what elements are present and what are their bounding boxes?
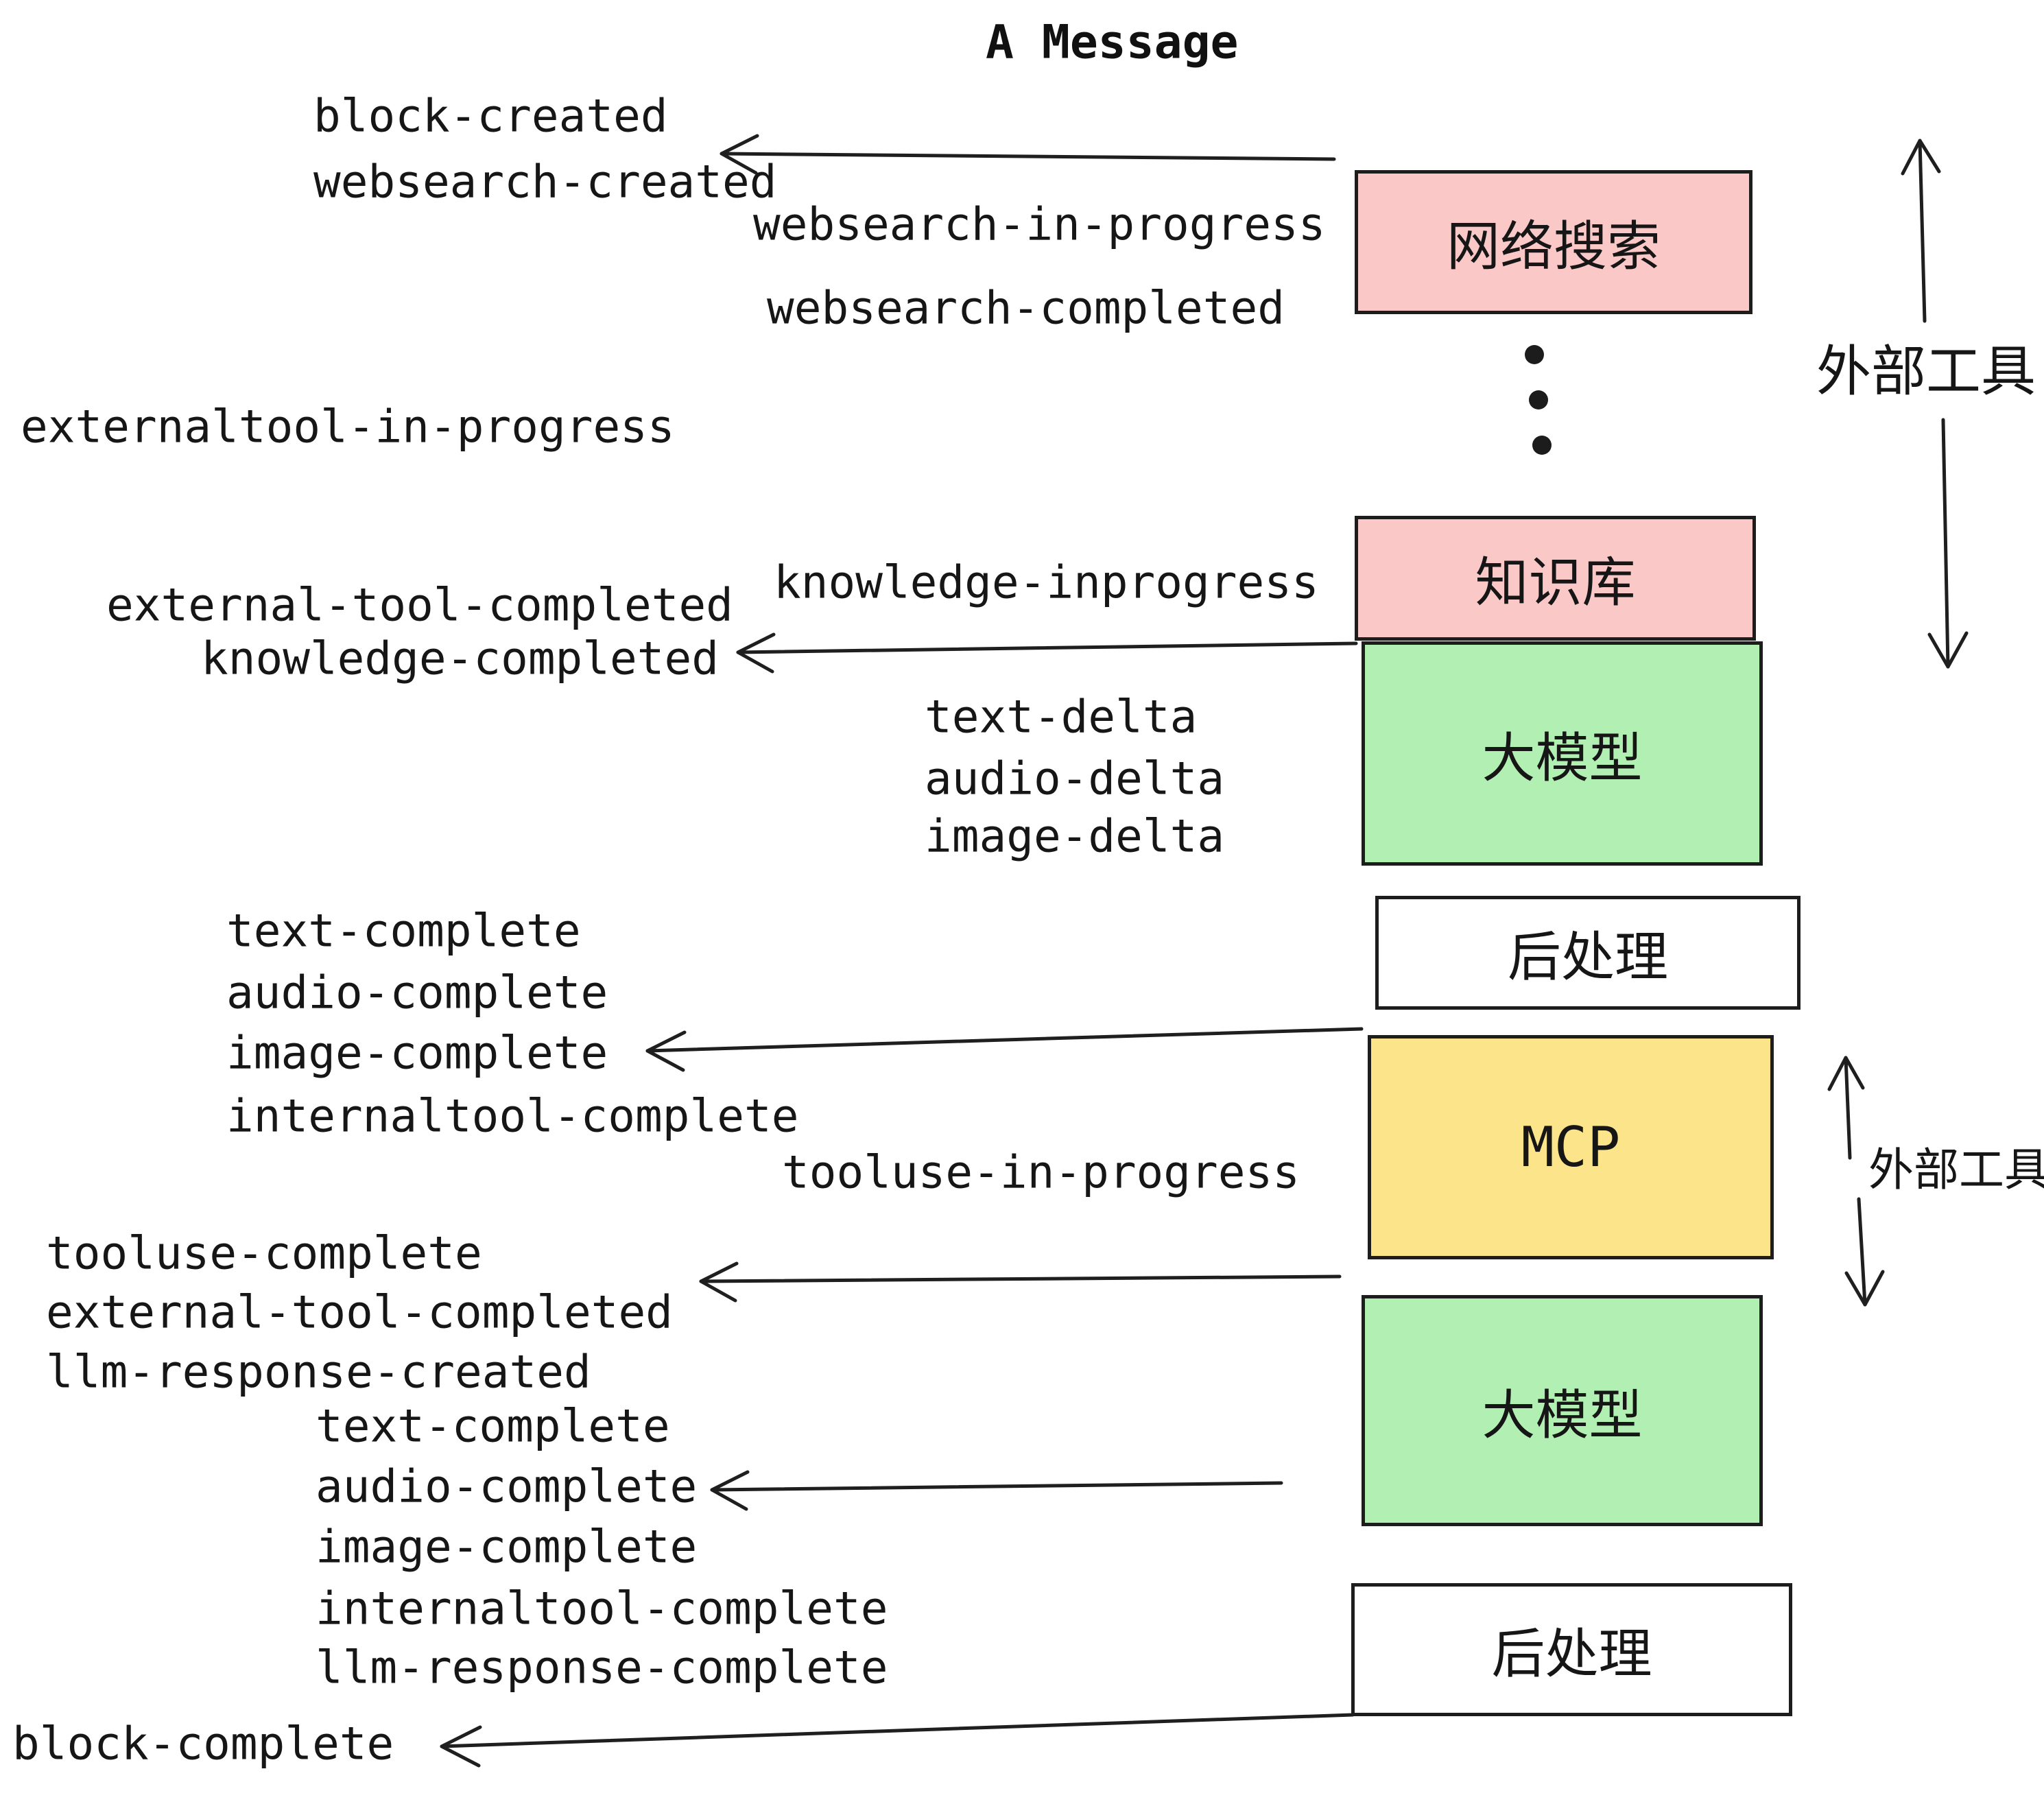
external-tools-down-arrow-2-icon — [1844, 1197, 1885, 1307]
event-text-complete-2: text-complete — [316, 1399, 670, 1453]
event-audio-complete-1: audio-complete — [226, 966, 608, 1019]
event-image-complete-1: image-complete — [226, 1026, 608, 1080]
postprocess-box-1: 后处理 — [1375, 896, 1801, 1010]
event-text-delta-1: text-delta — [925, 690, 1198, 744]
external-tools-label-1: 外部工具 — [1816, 341, 2036, 402]
event-image-delta-1: image-delta — [925, 809, 1225, 863]
event-knowledge-inprogress: knowledge-inprogress — [774, 556, 1319, 609]
external-tools-up-arrow-1-icon — [1901, 139, 1941, 323]
event-block-complete: block-complete — [12, 1717, 394, 1770]
event-audio-complete-2: audio-complete — [316, 1460, 698, 1513]
page-title: A Message — [986, 15, 1239, 70]
event-external-tool-completed-1: external-tool-completed — [106, 578, 733, 632]
event-audio-delta-1: audio-delta — [925, 752, 1225, 805]
arrow-llm2-complete-icon — [710, 1470, 1283, 1511]
websearch-box: 网络搜索 — [1355, 170, 1752, 314]
arrow-knowledge-completed-icon — [736, 632, 1358, 674]
event-tooluse-complete: tooluse-complete — [46, 1226, 482, 1280]
event-external-tool-completed-2: external-tool-completed — [46, 1285, 673, 1339]
event-image-complete-2: image-complete — [316, 1520, 698, 1574]
external-tools-up-arrow-2-icon — [1827, 1056, 1865, 1160]
postprocess-box-2-label: 后处理 — [1491, 1624, 1652, 1684]
event-internaltool-complete-2: internaltool-complete — [316, 1582, 888, 1635]
mcp-box-label: MCP — [1521, 1115, 1621, 1179]
event-text-complete-1: text-complete — [226, 904, 581, 958]
arrow-websearch-created-icon — [720, 134, 1336, 175]
llm-box-2-label: 大模型 — [1482, 1384, 1643, 1445]
event-llm-response-created: llm-response-created — [46, 1345, 591, 1399]
external-tools-down-arrow-1-icon — [1927, 418, 1969, 669]
arrow-block-complete-icon — [440, 1713, 1355, 1768]
event-externaltool-in-progress: externaltool-in-progress — [21, 400, 675, 453]
event-block-created: block-created — [313, 89, 668, 143]
arrow-internal-complete-icon — [645, 1027, 1364, 1072]
llm-box-1: 大模型 — [1362, 641, 1763, 866]
external-tools-label-2: 外部工具 — [1868, 1144, 2044, 1195]
event-websearch-created: websearch-created — [313, 155, 777, 209]
event-tooluse-in-progress: tooluse-in-progress — [782, 1146, 1300, 1199]
event-websearch-in-progress: websearch-in-progress — [753, 198, 1326, 251]
event-llm-response-complete: llm-response-complete — [316, 1641, 888, 1694]
ellipsis-dots-icon — [1525, 345, 1552, 455]
mcp-box: MCP — [1368, 1035, 1774, 1259]
websearch-box-label: 网络搜索 — [1446, 216, 1661, 276]
postprocess-box-1-label: 后处理 — [1507, 927, 1668, 987]
arrow-tooluse-complete-icon — [699, 1261, 1342, 1303]
event-websearch-completed: websearch-completed — [767, 281, 1285, 335]
llm-box-1-label: 大模型 — [1482, 727, 1643, 788]
llm-box-2: 大模型 — [1362, 1295, 1763, 1526]
knowledge-box: 知识库 — [1355, 516, 1756, 641]
event-internaltool-complete-1: internaltool-complete — [226, 1089, 799, 1143]
knowledge-box-label: 知识库 — [1475, 552, 1636, 613]
event-knowledge-completed: knowledge-completed — [201, 632, 719, 685]
postprocess-box-2: 后处理 — [1351, 1583, 1792, 1716]
